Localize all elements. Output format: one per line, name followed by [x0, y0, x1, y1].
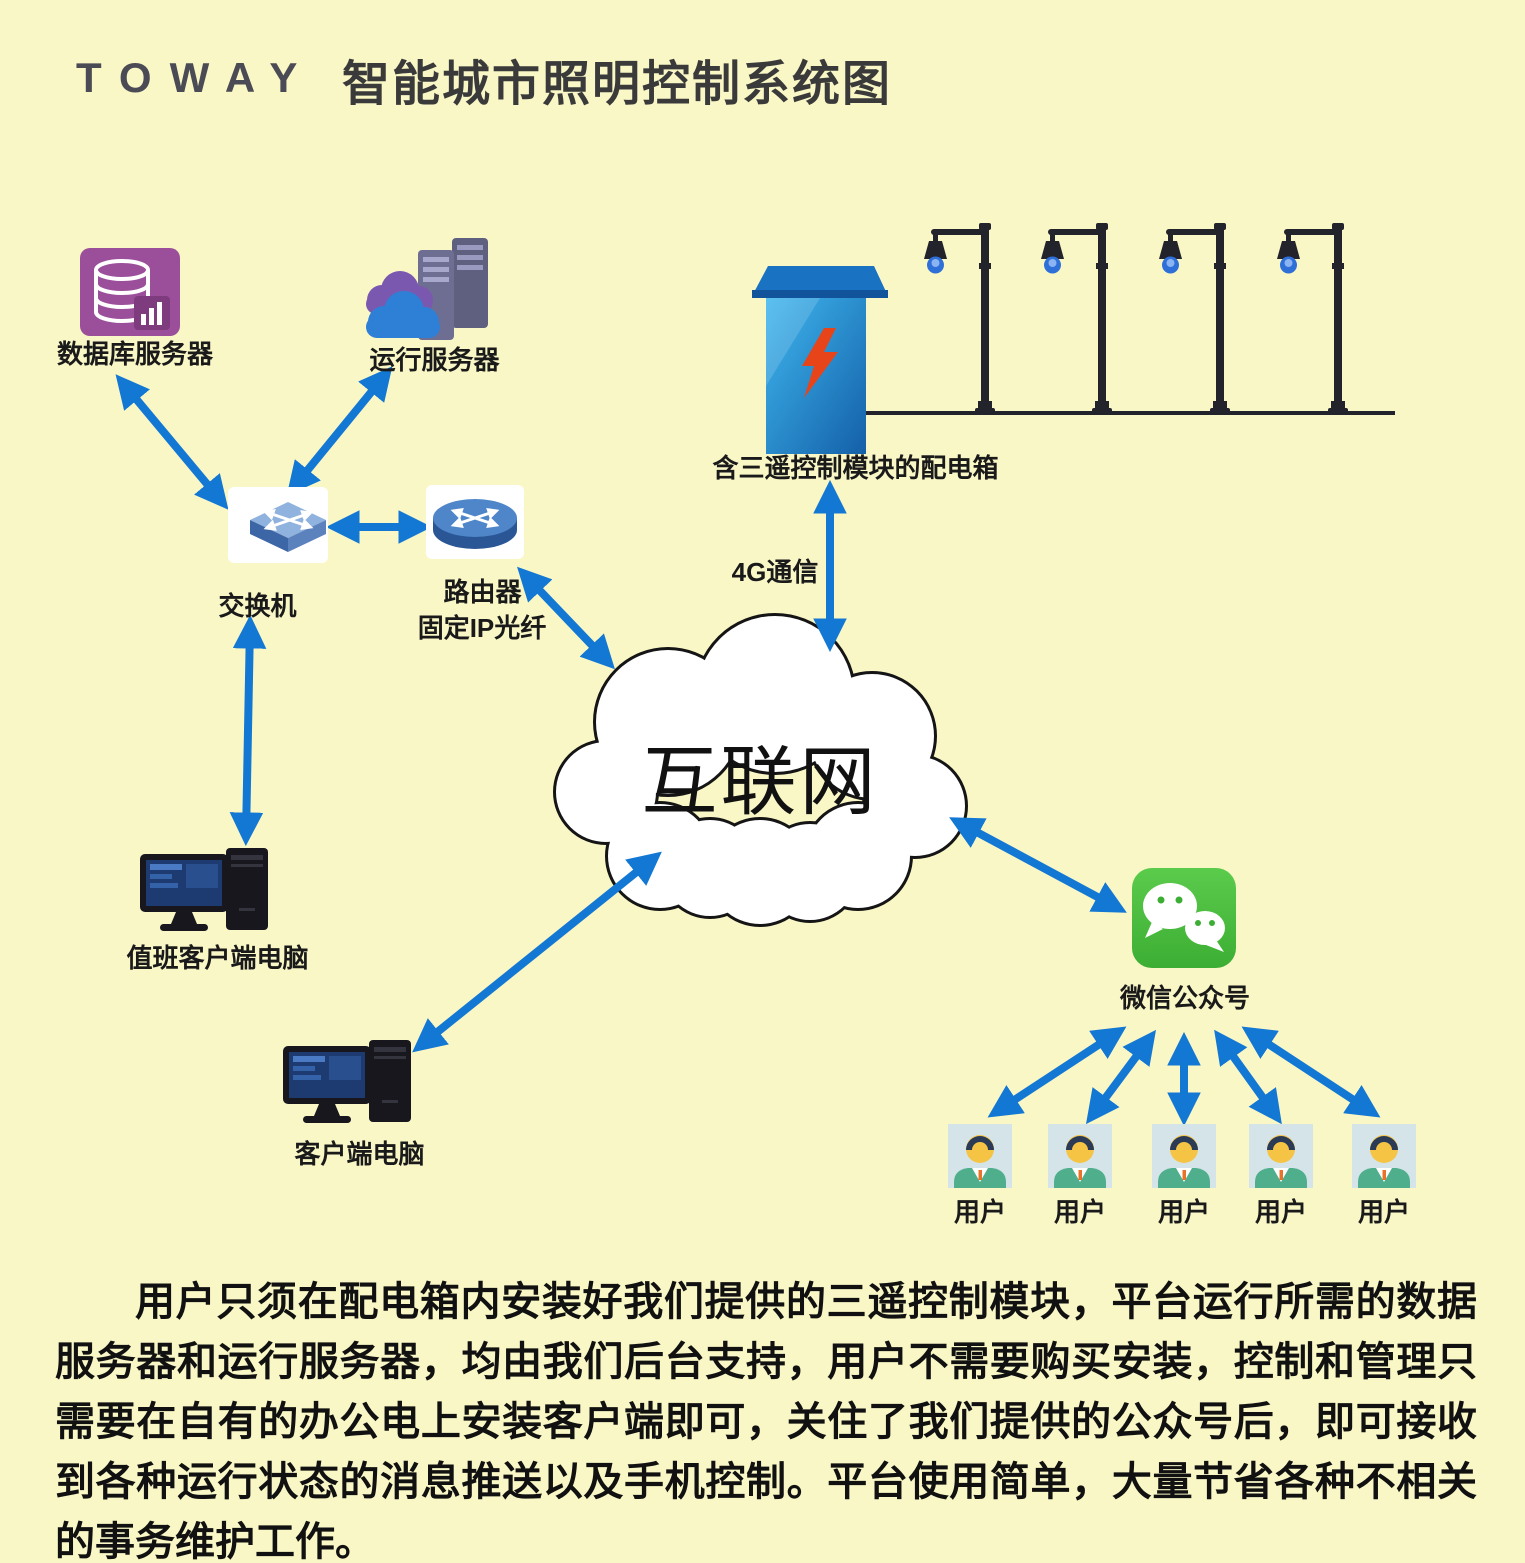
run-server-icon: [366, 238, 488, 340]
street-lamp-icon: [1159, 223, 1230, 413]
label-wechat: 微信公众号: [1119, 983, 1250, 1013]
power-box-icon: [752, 266, 888, 454]
label-power-box: 含三遥控制模块的配电箱: [712, 453, 999, 483]
link-switch-dutypc: [229, 614, 267, 847]
label-user-4: 用户: [1254, 1197, 1307, 1227]
user-avatar: [1152, 1124, 1216, 1188]
label-router-fiber: 固定IP光纤: [417, 613, 547, 643]
page-title: 智能城市照明控制系统图: [342, 58, 893, 111]
label-database-server: 数据库服务器: [56, 339, 213, 369]
user-avatar: [1048, 1124, 1112, 1188]
link-switch-runserver: [286, 366, 393, 496]
router-icon: [426, 485, 524, 559]
description-text: 用户只须在配电箱内安装好我们提供的三遥控制模块，平台运行所需的数据服务器和运行服…: [55, 1280, 1477, 1563]
connection-arrows: [115, 366, 1381, 1127]
switch-icon: [228, 487, 328, 563]
label-user-5: 用户: [1357, 1197, 1410, 1227]
wechat-icon: [1132, 868, 1236, 968]
street-lamp-icon: [924, 223, 995, 413]
link-wechat-user2: [1085, 1029, 1157, 1125]
label-duty-client-pc: 值班客户端电脑: [126, 943, 309, 973]
user-avatar: [1352, 1124, 1416, 1188]
label-router: 路由器: [443, 577, 522, 607]
street-lamp-icon: [1277, 223, 1348, 413]
user-avatar: [948, 1124, 1012, 1188]
street-lamps: [860, 223, 1395, 415]
label-user-2: 用户: [1053, 1197, 1106, 1227]
link-clientpc-internet: [412, 851, 662, 1053]
duty-client-pc-icon: [140, 848, 268, 931]
label-client-pc: 客户端电脑: [294, 1139, 425, 1169]
label-run-server: 运行服务器: [369, 345, 500, 375]
label-internet: 互联网: [641, 740, 879, 825]
link-internet-wechat: [949, 817, 1127, 913]
link-switch-database: [115, 374, 229, 510]
user-avatar: [1249, 1124, 1313, 1188]
label-4g-link: 4G通信: [731, 557, 819, 587]
toway-logo: TOWAY: [76, 54, 316, 101]
link-wechat-user5: [1241, 1026, 1381, 1118]
street-lamp-icon: [1041, 223, 1112, 413]
link-wechat-user4: [1214, 1029, 1282, 1125]
label-user-3: 用户: [1157, 1197, 1210, 1227]
link-router-internet: [517, 566, 615, 670]
label-user-1: 用户: [953, 1197, 1006, 1227]
client-pc-icon: [283, 1040, 411, 1123]
label-switch: 交换机: [218, 591, 297, 621]
database-server-icon: [80, 248, 180, 336]
